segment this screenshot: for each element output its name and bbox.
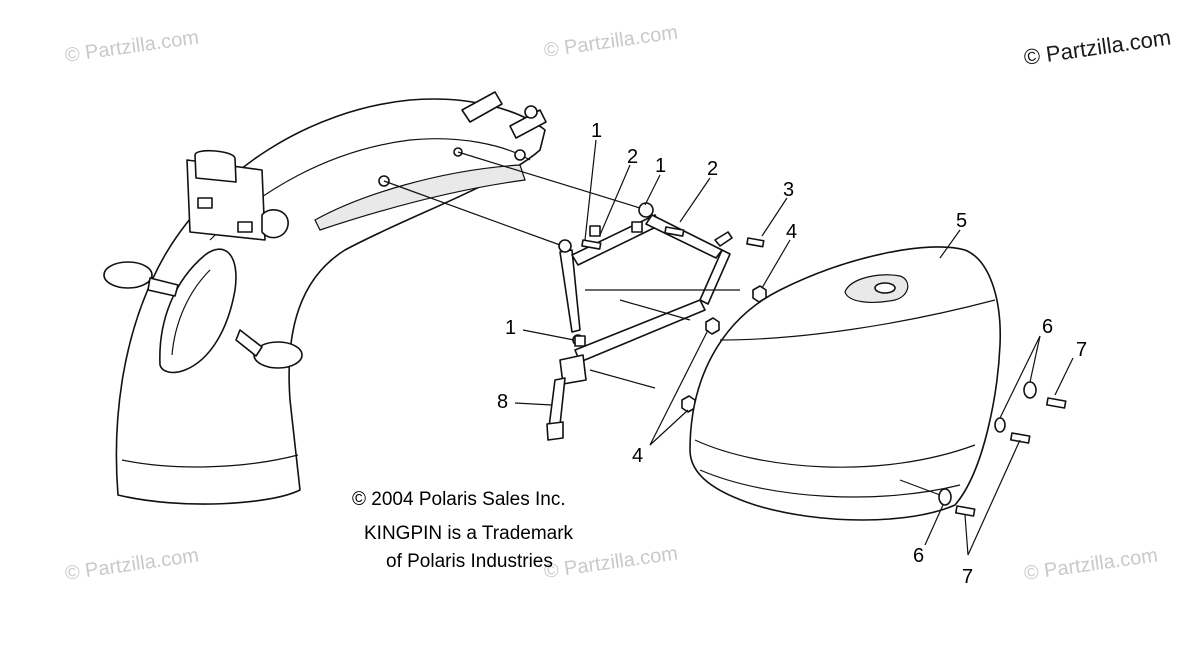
watermark-top-left: © Partzilla.com: [64, 26, 201, 67]
callout-leaders: [514, 139, 1074, 556]
callout-1-lower: 1: [505, 317, 516, 339]
washers-and-screws: [938, 381, 1067, 517]
watermark-bottom-right: © Partzilla.com: [1023, 544, 1160, 585]
trademark-line-2: of Polaris Industries: [386, 551, 553, 572]
watermark-top-center: © Partzilla.com: [543, 21, 680, 62]
rear-fender: [115, 98, 546, 505]
copyright-line: © 2004 Polaris Sales Inc.: [352, 489, 566, 510]
fender-mount-rails: [461, 91, 547, 161]
watermark-bottom-center: © Partzilla.com: [543, 542, 680, 583]
callout-8: 8: [497, 391, 508, 413]
watermark-bottom-left: © Partzilla.com: [64, 544, 201, 585]
callout-2-right: 2: [707, 158, 718, 180]
callout-5: 5: [956, 210, 967, 232]
watermark-top-right: © Partzilla.com: [1022, 25, 1172, 70]
callout-7-bottom: 7: [962, 566, 973, 588]
callout-1-top: 1: [591, 120, 602, 142]
assembly-guide-lines: [383, 151, 941, 496]
callout-1-middle: 1: [655, 155, 666, 177]
callout-4-top: 4: [786, 221, 797, 243]
trademark-line-1: KINGPIN is a Trademark: [364, 523, 574, 544]
callout-7-top: 7: [1076, 339, 1087, 361]
turn-signal-left: [103, 261, 179, 297]
callout-2-left: 2: [627, 146, 638, 168]
callout-6-bottom: 6: [913, 545, 924, 567]
callout-4-bottom: 4: [632, 445, 643, 467]
callout-6-top: 6: [1042, 316, 1053, 338]
fasteners: [574, 221, 767, 413]
license-bracket: [186, 149, 289, 241]
turn-signal-right: [235, 329, 303, 369]
saddlebag: [689, 246, 1001, 521]
callout-3: 3: [783, 179, 794, 201]
